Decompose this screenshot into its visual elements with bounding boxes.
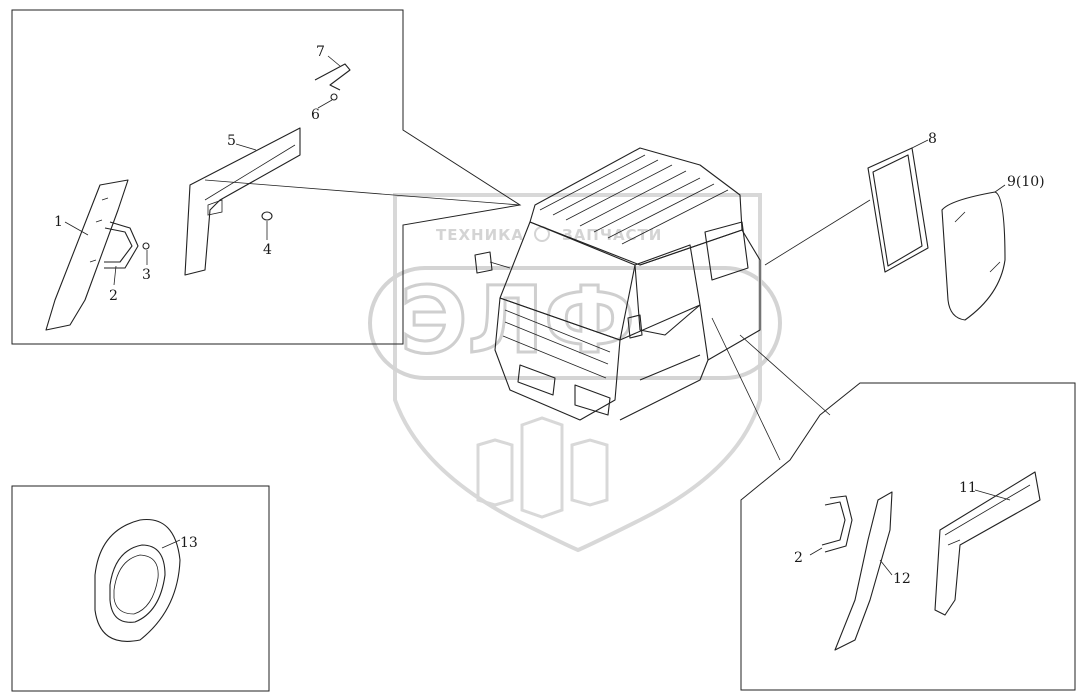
part-13 xyxy=(94,518,181,642)
lower-right-parts xyxy=(809,471,1041,651)
callout-9-10: 9(10) xyxy=(1007,174,1045,190)
watermark: ЭЛФ ТЕХНИКА ЗАПЧАСТИ xyxy=(368,193,782,553)
upper-left-frame xyxy=(11,9,522,345)
lower-right-frame xyxy=(740,382,1076,691)
callout-labels: 1 2 3 4 5 6 7 8 9(10) 11 2 12 13 xyxy=(54,44,1045,587)
callout-2: 2 xyxy=(109,288,118,304)
leader-window xyxy=(764,199,871,266)
part-8 xyxy=(867,147,929,273)
callout-5: 5 xyxy=(227,133,236,149)
callout-8: 8 xyxy=(928,131,937,147)
watermark-right-text: ЗАПЧАСТИ xyxy=(562,226,662,244)
part-3 xyxy=(142,242,150,250)
lower-left-frame xyxy=(11,485,270,692)
frames xyxy=(11,9,1076,692)
leader-right-box-2 xyxy=(711,317,781,461)
watermark-monogram: ЭЛФ xyxy=(400,267,635,374)
callout-6: 6 xyxy=(311,107,320,123)
part-12 xyxy=(834,491,893,651)
part-5 xyxy=(184,127,301,276)
leader-right-box xyxy=(739,334,831,416)
part-1 xyxy=(45,179,129,331)
callout-3: 3 xyxy=(142,267,151,283)
part-7 xyxy=(314,63,351,91)
part-9 xyxy=(941,191,1006,321)
callout-4: 4 xyxy=(263,242,272,258)
part-2b xyxy=(821,501,846,546)
callout-11: 11 xyxy=(959,480,977,496)
callout-13: 13 xyxy=(180,535,198,551)
part-11 xyxy=(934,471,1041,616)
part-6 xyxy=(330,93,338,101)
watermark-left-text: ТЕХНИКА xyxy=(436,226,524,244)
truck-cab xyxy=(474,147,761,421)
callout-2b: 2 xyxy=(794,550,803,566)
window-parts xyxy=(867,139,1006,321)
callout-1: 1 xyxy=(54,214,63,230)
callout-12: 12 xyxy=(893,571,911,587)
part-2 xyxy=(104,227,133,263)
part-4 xyxy=(261,211,273,221)
callout-7: 7 xyxy=(316,44,325,60)
upper-left-parts xyxy=(45,55,521,331)
